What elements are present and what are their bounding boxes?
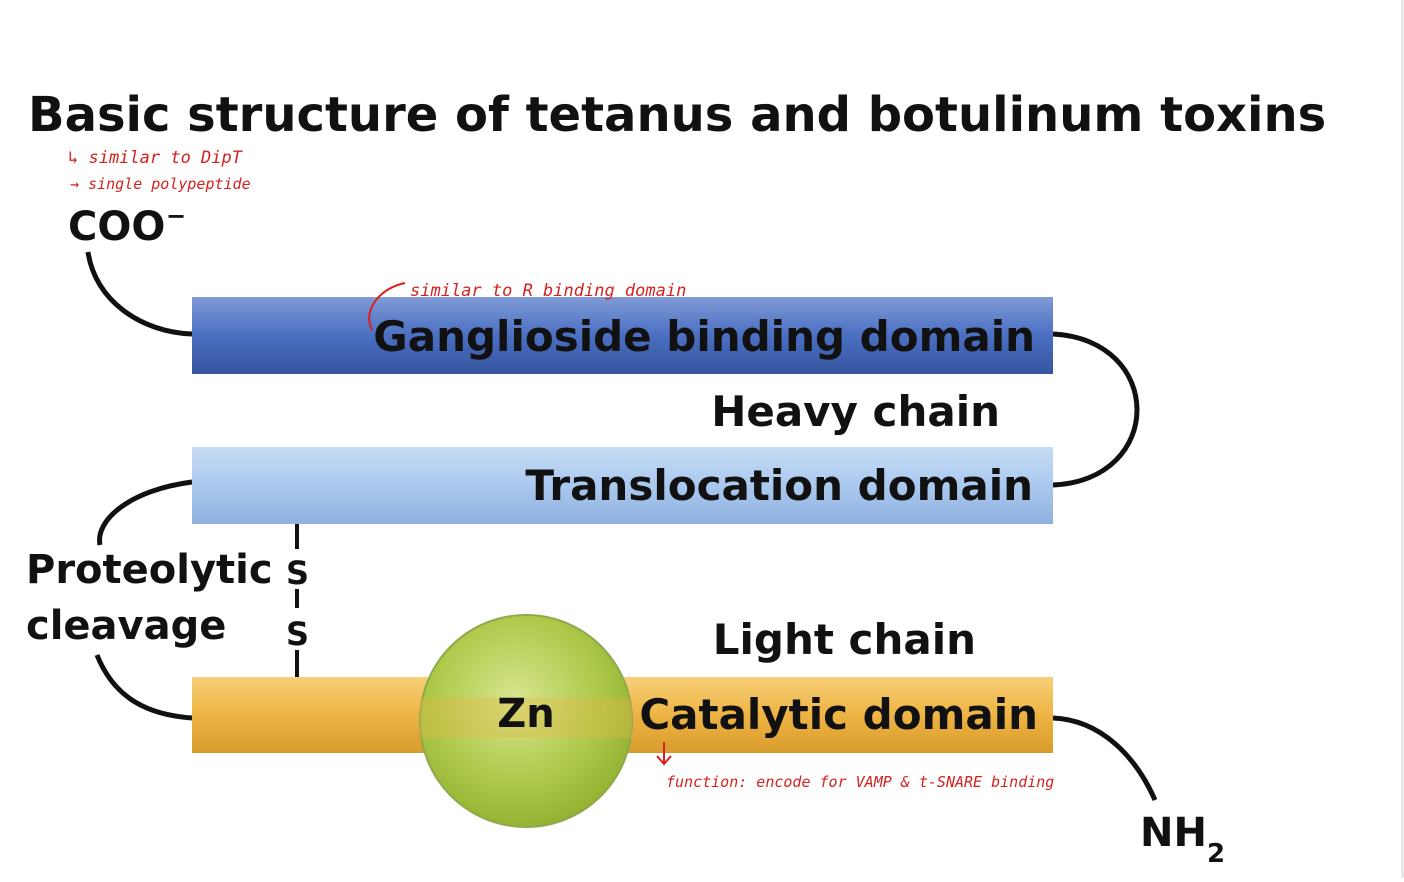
n-terminus-label: NH [1140, 810, 1207, 856]
diagram-title: Basic structure of tetanus and botulinum… [28, 87, 1326, 143]
page-edge [1401, 0, 1404, 878]
light-chain-label: Light chain [713, 615, 976, 664]
note-arrow-binding [368, 282, 406, 331]
zinc-band-overlay [420, 698, 632, 738]
note-arrow-catalytic [656, 742, 672, 766]
c-terminus-label: COO [68, 204, 165, 250]
c-terminus-charge: − [166, 202, 186, 230]
note-single-polypeptide: → single polypeptide [70, 175, 251, 193]
n-terminus-subscript: 2 [1207, 839, 1225, 869]
heavy-chain-label: Heavy chain [711, 387, 1000, 436]
cleavage-connector-bottom [94, 654, 193, 721]
note-catalytic-function: function: encode for VAMP & t-SNARE bind… [666, 773, 1054, 791]
translocation-bar [192, 447, 1053, 524]
cleavage-connector-top [97, 479, 193, 546]
ganglioside-domain-label: Ganglioside binding domain [373, 312, 1035, 361]
n-terminus-connector [1052, 715, 1158, 802]
c-terminus-connector [85, 251, 193, 337]
sulfur-label-1: S [286, 554, 309, 592]
cleavage-label: cleavage [26, 603, 226, 649]
note-similar-diphtheria: ↳ similar to DipT [68, 148, 244, 168]
catalytic-domain-label: Catalytic domain [639, 690, 1038, 739]
note-receptor-binding: similar to R binding domain [410, 281, 686, 301]
heavy-chain-loop [1052, 331, 1140, 488]
translocation-domain-label: Translocation domain [525, 461, 1033, 510]
zinc-label: Zn [497, 691, 554, 737]
sulfur-label-2: S [286, 615, 309, 653]
ganglioside-binding-bar [192, 297, 1053, 374]
proteolytic-label: Proteolytic [26, 547, 273, 593]
zinc-sphere [419, 614, 633, 828]
